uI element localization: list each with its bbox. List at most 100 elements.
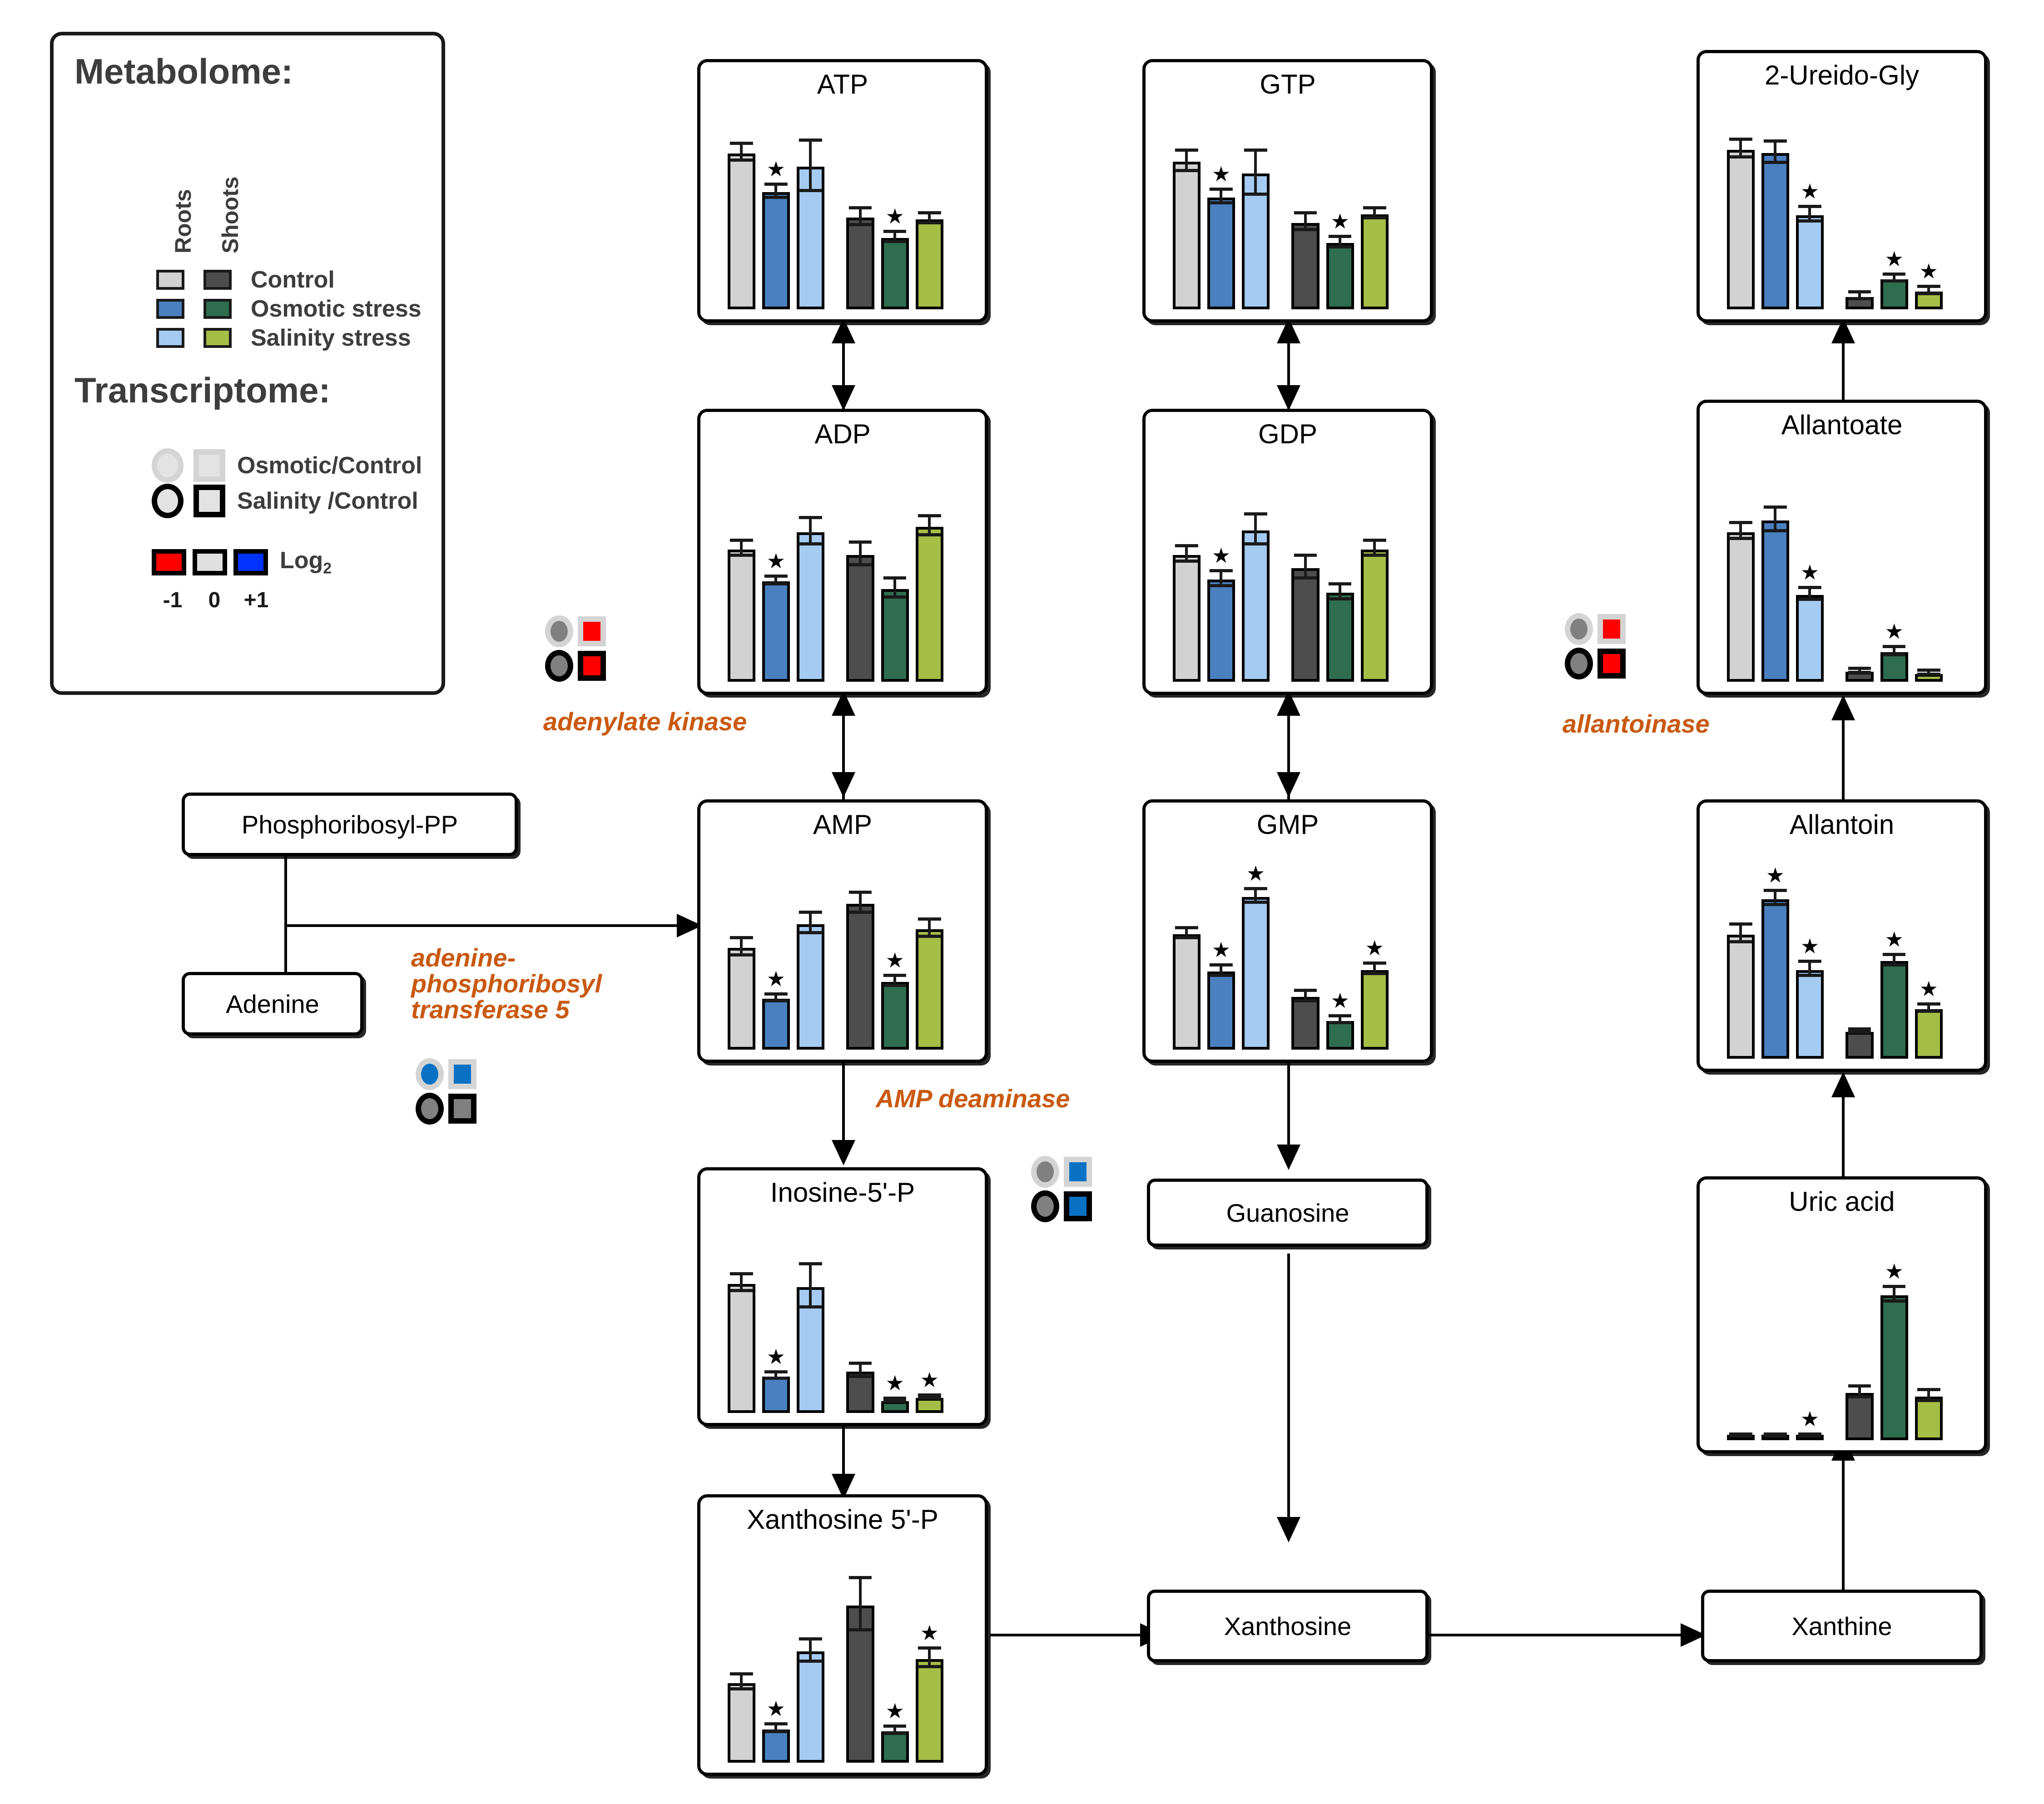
error-bar — [1304, 557, 1307, 580]
legend-label-salinity: Salinity stress — [251, 325, 411, 351]
error-bar — [1373, 965, 1376, 975]
connector-atp-adp — [842, 336, 845, 409]
plot-area: ★★ — [1715, 453, 1973, 682]
bar-slot — [796, 1547, 825, 1763]
error-cap-bottom — [730, 953, 753, 957]
error-bar — [740, 939, 743, 957]
significance-star: ★ — [766, 1697, 785, 1721]
panel-title-allantoate: Allantoate — [1781, 410, 1903, 440]
error-cap-bottom — [1244, 901, 1267, 904]
bar-shoots_control — [846, 218, 874, 309]
osmotic-shoots-square-icon — [578, 616, 606, 646]
panel-title-adp: ADP — [814, 419, 871, 449]
error-cap-bottom — [1329, 597, 1352, 601]
connector-gtp-gdp — [1287, 336, 1290, 409]
legend-metabolome-title-text: Metabolome: — [74, 51, 293, 91]
osmotic-roots-circle-icon — [1031, 1156, 1059, 1188]
error-bar — [1220, 572, 1223, 587]
chart-amp: ★★ — [716, 852, 974, 1050]
arrowhead-down-amp — [832, 772, 855, 798]
bar-slot — [796, 852, 825, 1050]
error-cap-top — [1244, 887, 1267, 891]
error-bar — [859, 209, 862, 227]
significance-star: ★ — [1919, 259, 1938, 283]
bar-slot: ★ — [881, 852, 909, 1050]
connector-xanthosine-xanthine — [1426, 1634, 1699, 1636]
bar-slot — [1172, 852, 1201, 1050]
bar-slot — [846, 852, 874, 1050]
plot-area: ★ — [1161, 462, 1419, 682]
bar-slot: ★ — [762, 1547, 790, 1763]
bar-shoots_salinity — [915, 929, 943, 1050]
transcriptome-icons-adenylate-kinase — [545, 615, 606, 684]
legend-swatch-roots-control — [156, 270, 184, 290]
error-bar — [1858, 293, 1861, 301]
log2-swatch-up — [233, 549, 268, 575]
error-bar — [1185, 929, 1188, 940]
panel-title-xanthosine5p: Xanthosine 5'-P — [747, 1504, 938, 1535]
error-cap-bottom — [1210, 973, 1233, 977]
significance-star: ★ — [1365, 936, 1384, 960]
error-cap-bottom — [1729, 536, 1752, 540]
error-cap-bottom — [1883, 279, 1906, 283]
error-cap-top — [1764, 889, 1787, 892]
error-bar — [1339, 238, 1342, 248]
transcriptome-icons-amp-deaminase — [1031, 1156, 1092, 1225]
error-cap-top — [1363, 538, 1386, 542]
arrowhead-down-guanosine — [1277, 1145, 1300, 1170]
bar-roots_osmotic — [762, 999, 790, 1050]
bar-slot: ★ — [881, 1547, 909, 1763]
error-bar — [1858, 1388, 1861, 1399]
bar-roots_osmotic — [1761, 520, 1790, 682]
error-cap-bottom — [1175, 936, 1198, 940]
error-cap-top — [799, 138, 822, 142]
bar-slot: ★ — [762, 462, 790, 682]
error-cap-bottom — [848, 1375, 872, 1378]
error-bar — [1339, 585, 1342, 601]
legend-log2-scale: Log2 — [152, 547, 332, 577]
tx-row-osmotic-allantoinase — [1565, 613, 1626, 645]
connector-gdp-gmp — [1287, 709, 1290, 799]
panel-gmp: GMP ★★★★ — [1142, 799, 1433, 1063]
error-cap-bottom — [918, 934, 941, 938]
error-cap-bottom — [848, 223, 872, 227]
bar-shoots_control — [1291, 568, 1320, 682]
error-cap-top — [1848, 290, 1871, 293]
bar-slot — [1846, 103, 1874, 309]
connector-allantoin-allantoate — [1842, 713, 1845, 799]
bar-roots_osmotic — [1761, 899, 1790, 1059]
error-bar — [1339, 1017, 1342, 1025]
significance-star: ★ — [1885, 1259, 1904, 1283]
error-cap-top — [848, 206, 872, 209]
osmotic-shoots-square-icon — [448, 1059, 476, 1089]
error-cap-top — [799, 516, 822, 520]
panel-ureidogly: 2-Ureido-Gly ★★★ — [1697, 50, 1987, 322]
salinity-shoots-square-icon — [1064, 1191, 1092, 1221]
error-cap-bottom — [1917, 673, 1940, 676]
legend-row-control: Control — [156, 265, 422, 294]
panel-title-gtp: GTP — [1260, 69, 1316, 99]
bar-roots_control — [727, 1284, 755, 1413]
osmotic-circle-icon — [152, 448, 184, 483]
error-bar — [1927, 288, 1930, 295]
bar-slot: ★ — [1360, 852, 1389, 1050]
chart-allantoin: ★★★★ — [1715, 852, 1973, 1059]
bar-slot: ★ — [762, 1220, 790, 1413]
legend-row-osmotic-control: Osmotic/Control — [152, 448, 422, 483]
legend-scale-ticks: -1 0 +1 — [152, 588, 277, 613]
labelbox-xanthine-text: Xanthine — [1791, 1611, 1892, 1640]
significance-star: ★ — [885, 1371, 904, 1395]
bar-slot — [727, 1547, 755, 1763]
error-cap-top — [1175, 148, 1198, 152]
error-cap-top — [764, 1722, 788, 1726]
significance-star: ★ — [1885, 927, 1904, 951]
connector-adp-amp — [842, 709, 845, 799]
error-cap-top — [1729, 1432, 1752, 1436]
significance-star: ★ — [1800, 560, 1820, 585]
error-cap-top — [730, 1672, 753, 1676]
panel-title-inosine5p: Inosine-5'-P — [770, 1177, 915, 1208]
bar-shoots_salinity — [1360, 549, 1389, 682]
error-cap-bottom — [1175, 559, 1198, 563]
error-bar — [774, 185, 778, 199]
error-cap-top — [1244, 512, 1267, 515]
